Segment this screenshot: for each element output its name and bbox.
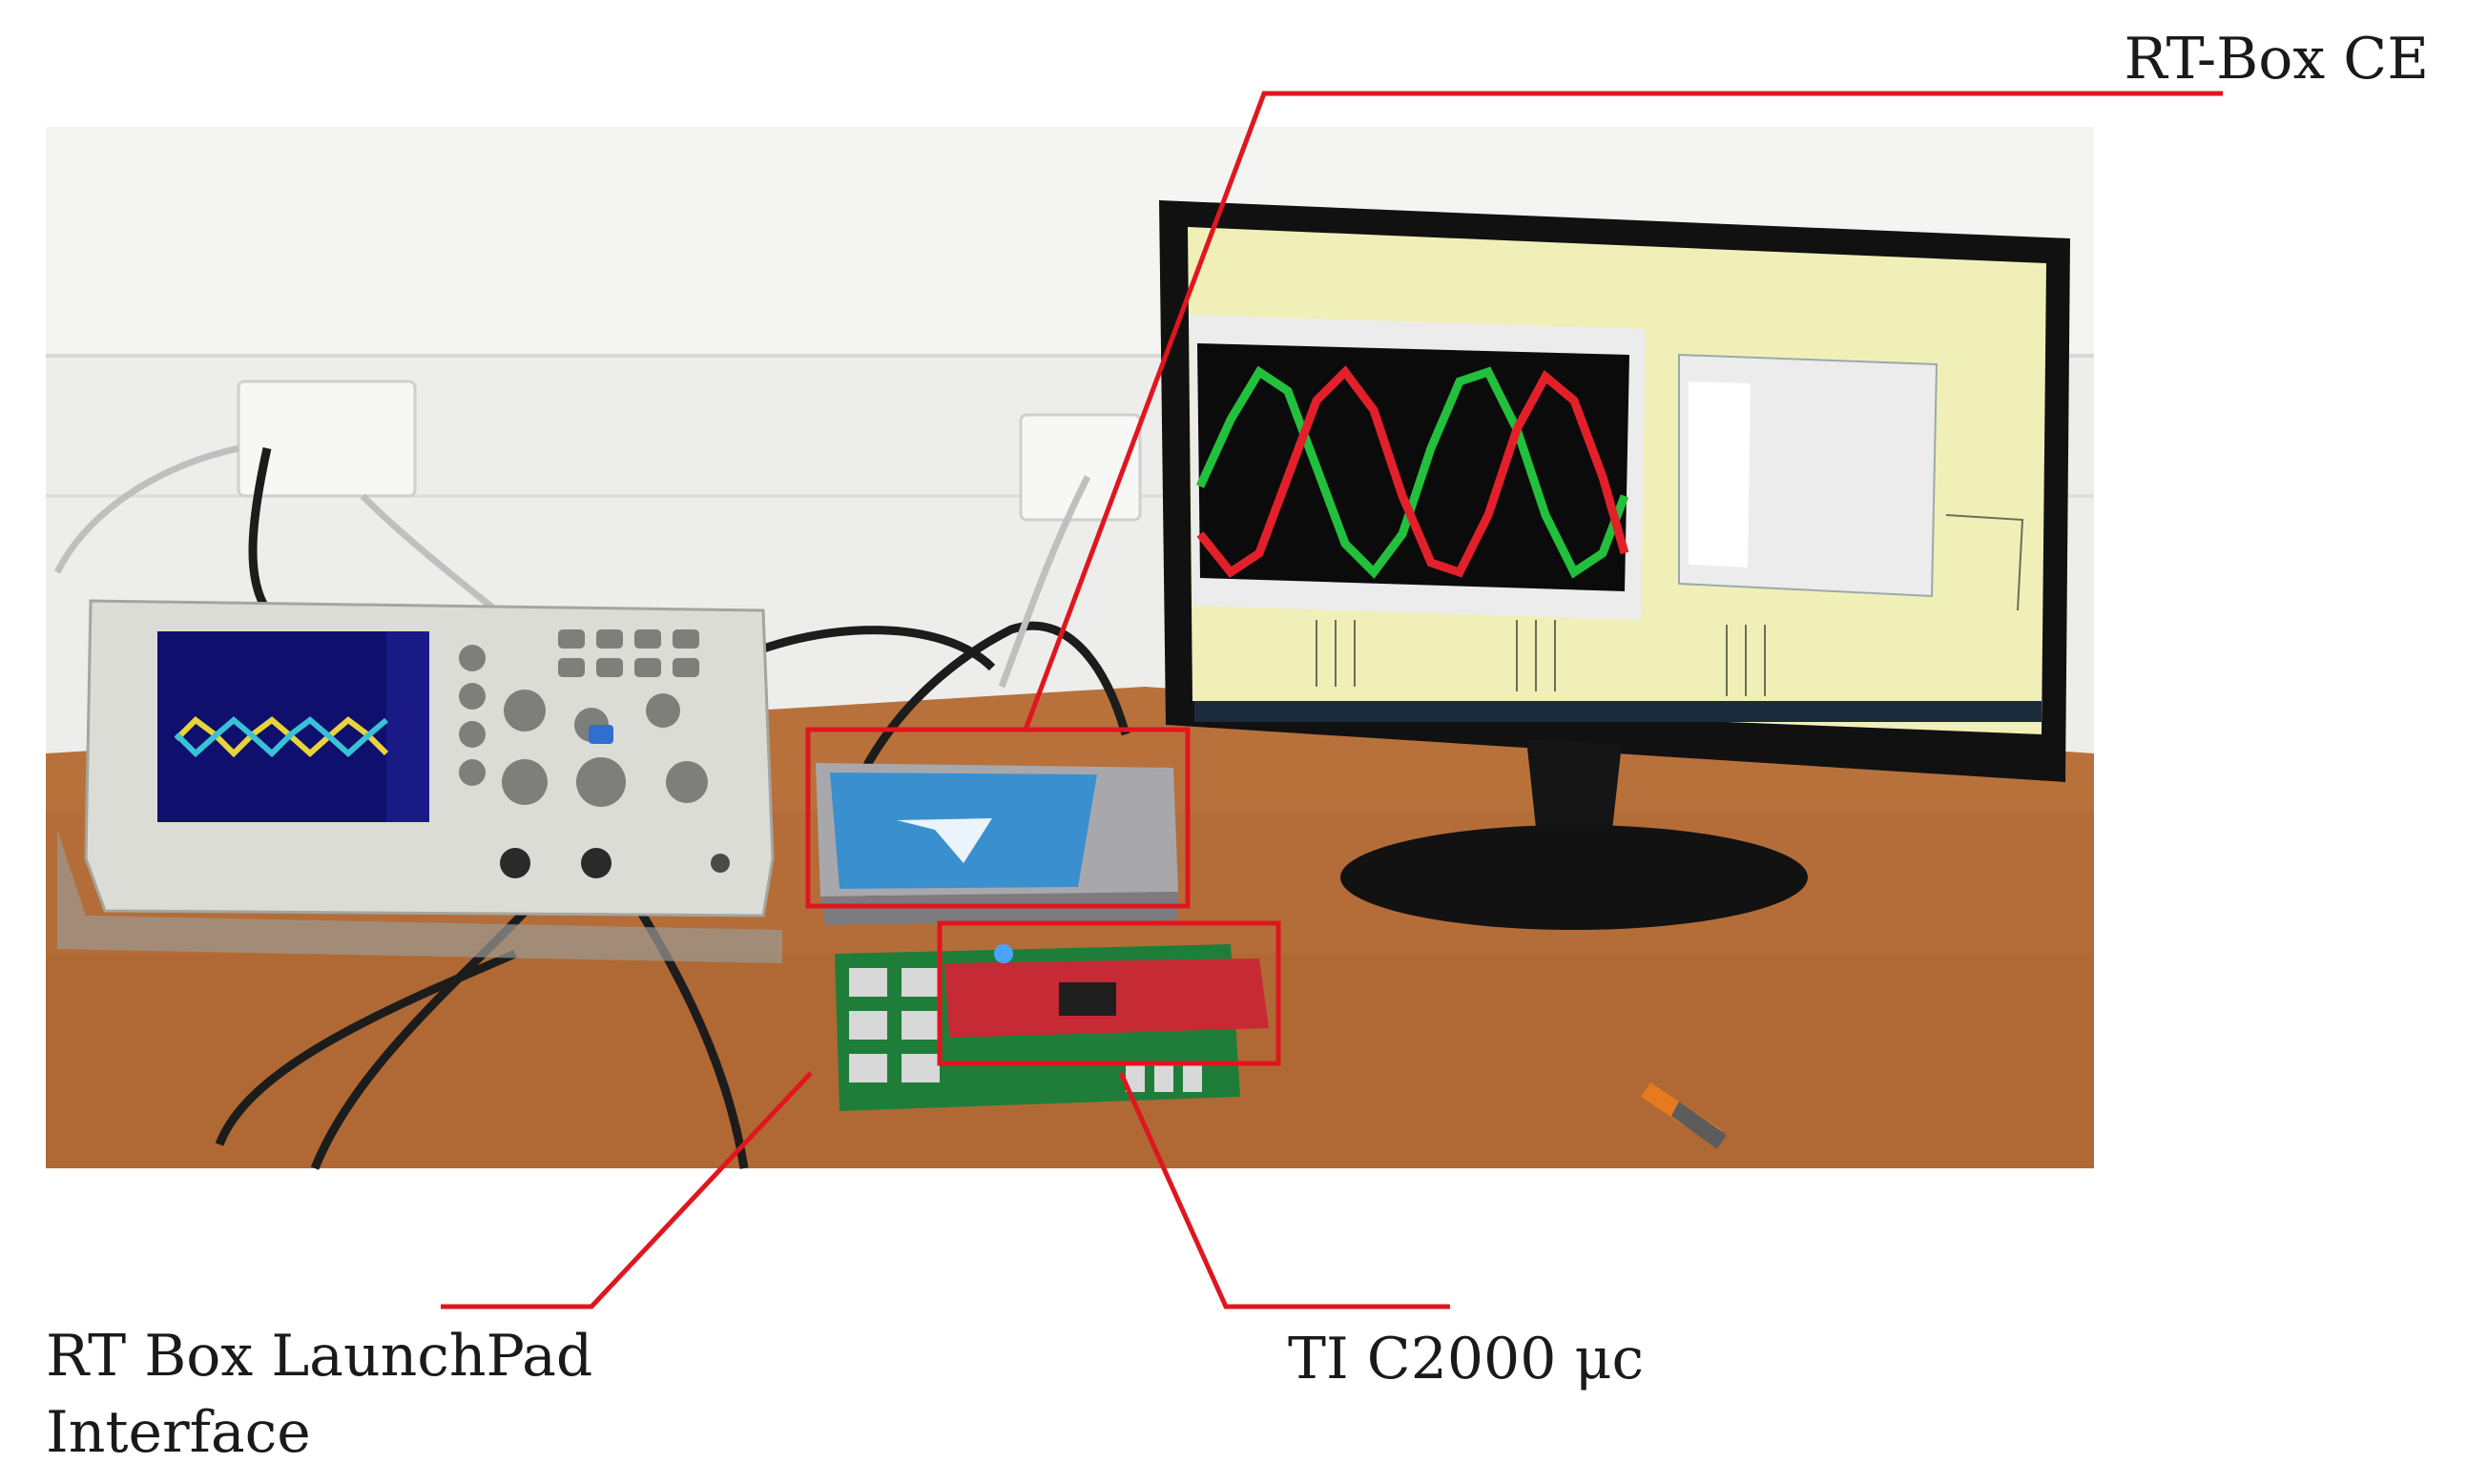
oscilloscope (57, 599, 782, 963)
wall-socket (237, 380, 417, 498)
rt-box-ce-label: RT-Box CE (2124, 26, 2429, 93)
rt-box-ce-callout-box (805, 727, 1191, 909)
lab-photo (46, 127, 2094, 1170)
monitor-plot-area (1197, 343, 1629, 591)
monitor-wave-green (1195, 365, 1629, 579)
monitor-wave-red (1196, 365, 1629, 579)
oscilloscope-buttons (459, 629, 708, 807)
rt-box-ce-leader-line (1023, 91, 2223, 731)
ti-c2000-callout-box (937, 920, 1281, 1066)
callouts (441, 91, 2223, 1309)
launchpad-interface-label: RT Box LaunchPad Interface (46, 1318, 592, 1471)
rt-box-ce-device (816, 763, 1178, 925)
wall-socket (1019, 413, 1142, 522)
pen (1641, 1082, 1727, 1149)
ti-c2000-leader-line (1118, 1071, 1450, 1309)
launchpad-label-line2: Interface (46, 1399, 311, 1466)
launchpad-interface-board (835, 944, 1269, 1111)
monitor-stand (1340, 825, 1808, 930)
monitor (1159, 200, 2070, 930)
ti-c2000-label: TI C2000 μc (1288, 1326, 1645, 1392)
launchpad-label-line1: RT Box LaunchPad (46, 1323, 593, 1390)
oscilloscope-trace-yellow (174, 716, 389, 758)
oscilloscope-screen (157, 631, 386, 822)
oscilloscope-trace-cyan (174, 716, 388, 758)
launchpad-leader-line (441, 1071, 813, 1309)
